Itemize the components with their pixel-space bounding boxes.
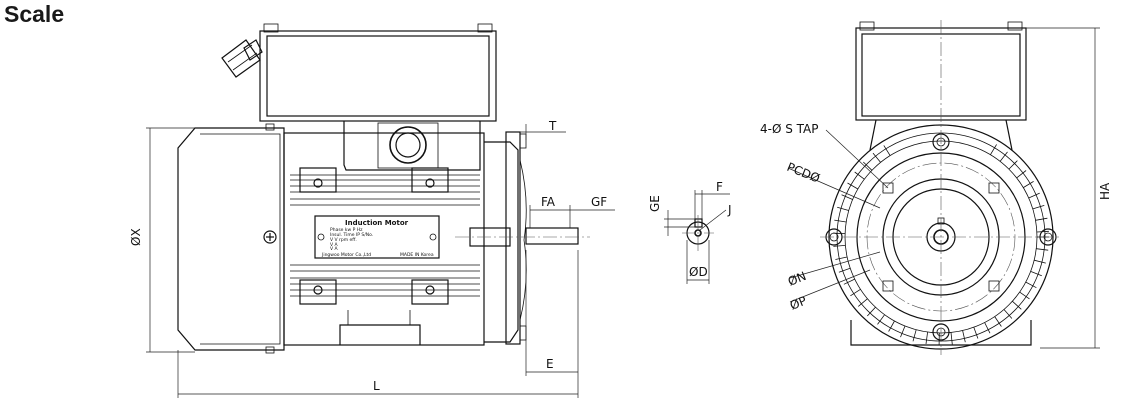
- motor-body: [263, 123, 485, 354]
- nameplate-row3: V V rpm eff.: [330, 237, 357, 243]
- shaft: [455, 227, 590, 247]
- nameplate-title: Induction Motor: [345, 219, 409, 227]
- side-dimensions: [146, 124, 615, 398]
- nameplate: Induction Motor Phase kw P Hz Insul. Tim…: [314, 215, 440, 259]
- dim-label-f: F: [716, 180, 723, 194]
- dim-label-ge: GE: [648, 195, 662, 212]
- nameplate-row2: Insul. Time IP S/No.: [330, 232, 373, 238]
- dim-label-ha: HA: [1098, 182, 1112, 200]
- dim-label-p: ØP: [788, 294, 809, 313]
- page-title: Scale: [4, 1, 65, 27]
- front-view: 4-Ø S TAP PCDØ ØN ØP HA: [760, 20, 1112, 355]
- dim-label-d: ØD: [689, 265, 708, 279]
- nameplate-maker: Jingwoo Motor Co.,Ltd: [321, 252, 371, 258]
- dim-label-j: J: [727, 203, 732, 217]
- flange: [484, 131, 527, 345]
- dim-label-n: ØN: [786, 269, 808, 289]
- dim-label-x: ØX: [129, 228, 143, 246]
- dim-label-e: E: [546, 357, 554, 371]
- nameplate-row4: V A: [330, 242, 339, 248]
- dim-label-fa: FA: [541, 195, 556, 209]
- dim-label-l: L: [373, 379, 380, 393]
- nameplate-row5: V A: [330, 246, 339, 252]
- side-view: Induction Motor Phase kw P Hz Insul. Tim…: [129, 23, 615, 398]
- terminal-box: [259, 23, 497, 171]
- fan-cover: [177, 127, 285, 351]
- dim-label-pcd: PCDØ: [785, 160, 822, 186]
- cable-gland: [221, 39, 263, 78]
- dim-label-s-tap: 4-Ø S TAP: [760, 122, 819, 136]
- nameplate-origin: MADE IN Korea: [400, 252, 434, 258]
- nameplate-row1: Phase kw P Hz: [330, 227, 363, 233]
- dim-label-gf: GF: [591, 195, 607, 209]
- shaft-section-detail: GE F J ØD: [648, 180, 732, 284]
- dim-label-t: T: [548, 119, 557, 133]
